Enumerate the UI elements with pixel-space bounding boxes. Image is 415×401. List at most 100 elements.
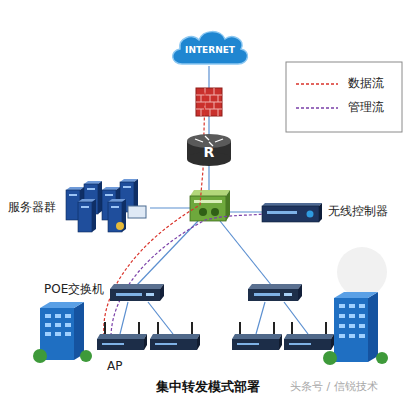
building-icon	[45, 323, 51, 327]
controller-icon	[319, 203, 322, 222]
building-icon	[65, 314, 71, 318]
legend-text: 数据流	[348, 77, 384, 91]
firewall-icon	[196, 88, 222, 116]
building-icon	[65, 332, 71, 336]
core-switch-icon	[190, 190, 230, 196]
legend-box	[286, 62, 402, 132]
building-icon	[55, 332, 61, 336]
building-icon	[55, 314, 61, 318]
building-icon	[65, 323, 71, 327]
poe-switch-icon	[248, 284, 302, 301]
management-flow-path	[111, 214, 262, 336]
firewall-icon	[218, 109, 219, 116]
building-icon	[334, 292, 378, 298]
watermark-text: 头条号 / 信锐技术	[290, 381, 378, 394]
building-icon	[33, 302, 92, 363]
controller-icon	[262, 203, 322, 206]
firewall-icon	[214, 102, 215, 109]
core-switch-icon	[199, 208, 207, 216]
ap-icon	[97, 322, 147, 350]
network-wire	[208, 116, 209, 134]
building-icon	[349, 324, 355, 328]
building-icon	[33, 349, 47, 363]
node-label: R	[185, 144, 233, 160]
server-icon	[105, 194, 113, 196]
node-label: 服务器群	[8, 201, 56, 215]
server-icon	[69, 194, 77, 196]
network-wire	[284, 302, 308, 334]
firewall-icon	[201, 95, 202, 102]
building-icon	[334, 298, 368, 362]
ap-icon	[232, 322, 282, 350]
building-icon	[55, 323, 61, 327]
legend-text: 管理流	[348, 101, 384, 115]
wireless-controller: 无线控制器	[262, 200, 412, 226]
router-arrows	[215, 139, 223, 142]
firewall-icon	[196, 88, 222, 116]
building-icon	[339, 304, 345, 308]
building-icon	[45, 314, 71, 336]
network-wire	[120, 302, 128, 334]
network-wire	[208, 166, 209, 192]
server-group: 服务器群	[8, 176, 150, 238]
access-point: AP	[97, 322, 149, 378]
controller-icon	[262, 206, 319, 222]
server-icon	[66, 179, 146, 232]
network-wire	[148, 302, 173, 334]
controller-icon	[267, 211, 297, 214]
building-icon	[376, 352, 388, 364]
core-switch-icon	[194, 200, 222, 203]
ap-icon	[150, 322, 200, 350]
building-icon	[339, 324, 345, 328]
firewall-icon	[201, 109, 202, 116]
building-icon	[40, 302, 84, 308]
network-wire	[220, 221, 272, 286]
controller-icon	[307, 211, 314, 218]
building-icon	[359, 314, 365, 318]
firewall-icon	[214, 88, 215, 95]
building-icon	[359, 334, 365, 338]
network-wire	[208, 66, 209, 88]
access-point-icon	[97, 322, 149, 378]
server-icon	[78, 202, 92, 232]
core-switch-icon	[211, 208, 219, 216]
router-arrows	[205, 136, 209, 140]
building-icon	[349, 314, 355, 318]
building-icon	[368, 292, 378, 362]
building-icon	[323, 351, 337, 365]
node-label: POE交换机	[44, 283, 104, 297]
building-icon	[349, 334, 355, 338]
network-wire	[150, 207, 190, 208]
building-icon	[339, 314, 345, 318]
key-icon	[116, 222, 124, 230]
server-icon	[111, 206, 119, 208]
firewall-icon	[210, 109, 211, 116]
monitor-icon	[128, 206, 146, 218]
node-label: 无线控制器	[328, 205, 388, 219]
internet-cloud: INTERNET	[168, 26, 252, 68]
router-cylinder: R	[185, 131, 233, 167]
node-label: AP	[107, 360, 122, 374]
ap-icon	[284, 322, 334, 350]
firewall-icon	[218, 95, 219, 102]
legend-sample	[296, 83, 338, 84]
node-label: INTERNET	[168, 45, 252, 55]
building-icon	[45, 332, 51, 336]
building-icon	[359, 324, 365, 328]
firewall-icon	[210, 95, 211, 102]
network-wire	[228, 211, 262, 212]
data-flow-path	[104, 92, 205, 336]
network-wire	[256, 302, 265, 334]
router-arrows	[195, 139, 203, 142]
server-icon	[87, 188, 95, 190]
building-icon	[339, 304, 365, 338]
server-icon	[92, 199, 96, 232]
poe-switch-icon	[110, 284, 164, 301]
building-icon	[349, 304, 355, 308]
building-icon	[323, 292, 388, 365]
network-wire	[136, 221, 198, 286]
building-icon	[80, 350, 92, 362]
server-icon	[81, 206, 89, 208]
server-icon	[98, 181, 102, 214]
